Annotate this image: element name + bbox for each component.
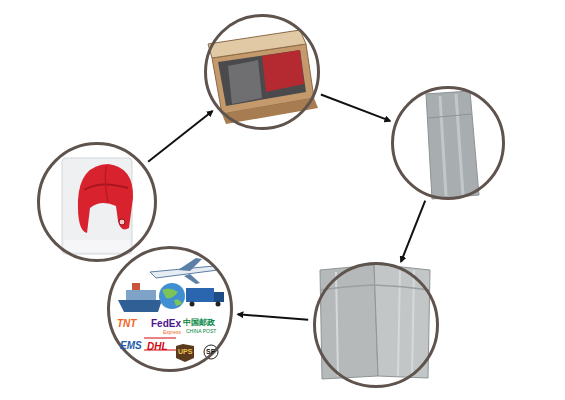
- bag-photo: [426, 91, 479, 199]
- logo-text: SF: [206, 348, 215, 355]
- hat-photo: [62, 158, 133, 254]
- logo-text: TNT: [117, 319, 136, 329]
- photo-circle: TNT FedExExpress中国邮政 CHINA POST EMS DHL UPS SF: [107, 246, 233, 372]
- logo-text: CHINA POST: [186, 329, 216, 334]
- logistics-photo: [118, 258, 224, 362]
- logo-text: UPS: [178, 348, 192, 355]
- logo-text: FedEx: [151, 319, 181, 329]
- flow-arrow: [238, 314, 308, 319]
- logo-text: 中国邮政: [183, 319, 215, 327]
- box-photo: [208, 30, 318, 124]
- circle-outline: [37, 142, 157, 262]
- circle-outline: [313, 262, 439, 388]
- photo-circle: [391, 86, 505, 200]
- circle-border: [393, 88, 504, 199]
- circle-border: [206, 16, 319, 129]
- circle-border: [39, 144, 156, 261]
- logo-text: DHL: [147, 342, 168, 352]
- bags-photo: [320, 264, 430, 379]
- circle-outline: [391, 86, 505, 200]
- circle-border: [109, 248, 232, 371]
- logo-text: Express: [163, 330, 181, 335]
- flow-arrow: [148, 111, 212, 162]
- circle-border: [315, 264, 438, 387]
- logo-text: EMS: [120, 341, 142, 351]
- photo-circle: [313, 262, 439, 388]
- circle-outline: [204, 14, 320, 130]
- flow-arrow: [321, 95, 390, 121]
- photo-circle: [204, 14, 320, 130]
- flow-arrow: [401, 201, 425, 262]
- photo-circle: [37, 142, 157, 262]
